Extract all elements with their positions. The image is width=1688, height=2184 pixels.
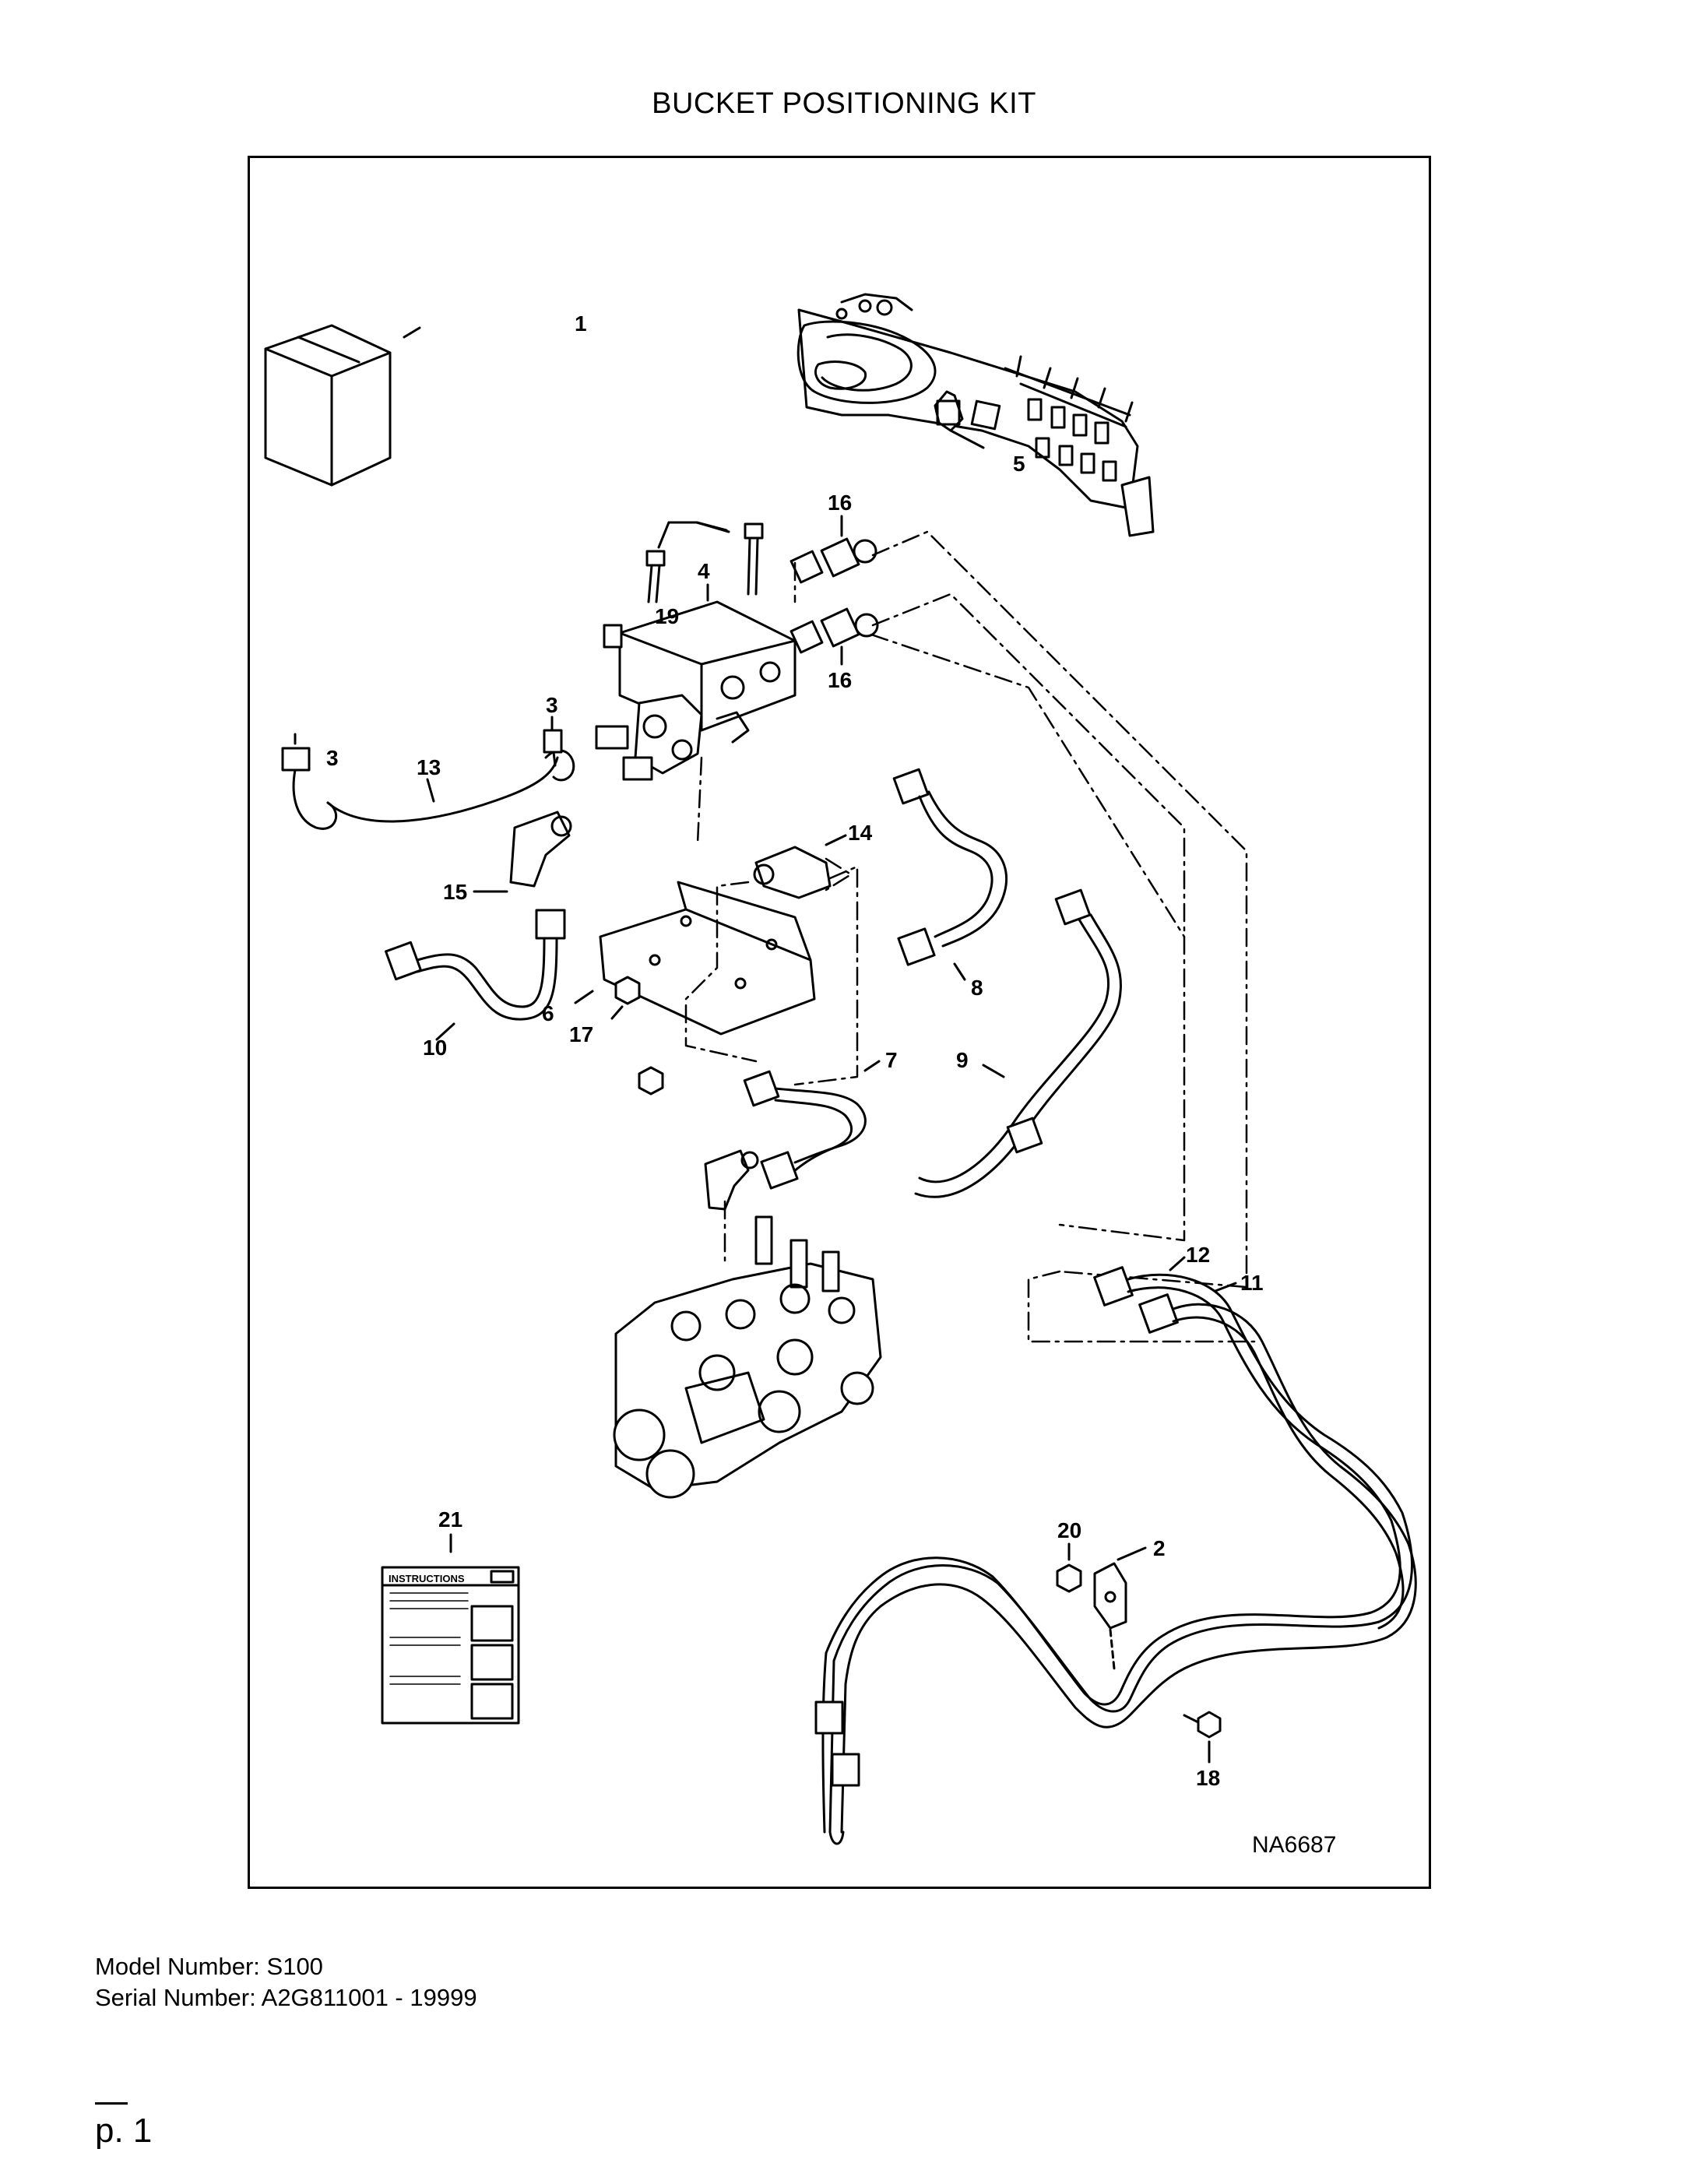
callout-21: 21 [438, 1507, 462, 1532]
clamp [1093, 1562, 1127, 1630]
callout-16b: 16 [828, 668, 852, 692]
long-tubes [814, 1266, 1417, 1845]
flow-lines [684, 530, 1256, 1343]
callout-6: 6 [542, 1001, 554, 1025]
leader-1 [403, 326, 421, 339]
leader-9 [982, 1064, 1005, 1078]
callout-7: 7 [885, 1048, 898, 1072]
leader-11 [1214, 1282, 1237, 1292]
control-valve [613, 1215, 882, 1499]
leader-2 [1117, 1546, 1147, 1561]
instructions-sheet [381, 1566, 520, 1725]
leader-10 [435, 1022, 455, 1041]
parts-diagram-frame: INSTRUCTIONS 1 2 3 3 4 5 6 7 8 9 10 11 1… [248, 156, 1431, 1889]
valve-block [595, 600, 797, 781]
nut [614, 976, 664, 1096]
callout-5: 5 [1013, 452, 1025, 476]
leader-6 [574, 990, 594, 1004]
callout-8: 8 [971, 976, 983, 1000]
bolt [645, 522, 764, 603]
callout-9: 9 [956, 1048, 969, 1072]
nut-20 [1056, 1563, 1082, 1593]
callout-12: 12 [1186, 1243, 1210, 1267]
wire-harness [281, 729, 575, 830]
tee-fitting [789, 537, 879, 654]
drawing-number: NA6687 [1252, 1832, 1337, 1858]
page-title: BUCKET POSITIONING KIT [652, 87, 1036, 120]
leader-14 [825, 834, 847, 846]
instructions-label: INSTRUCTIONS [389, 1573, 465, 1584]
callout-3b: 3 [546, 693, 558, 717]
parts-diagram: INSTRUCTIONS 1 2 3 3 4 5 6 7 8 9 10 11 1… [264, 293, 1417, 1845]
callout-4: 4 [698, 559, 710, 583]
page-number: p. 1 [95, 2112, 153, 2150]
callout-18: 18 [1196, 1766, 1220, 1790]
callout-2: 2 [1153, 1536, 1166, 1560]
instrument-panel [797, 293, 1155, 537]
page-rule [95, 2102, 128, 2105]
kit-box [264, 324, 392, 487]
callout-13: 13 [417, 755, 441, 779]
mounting-plate [599, 881, 816, 1036]
callout-14: 14 [848, 821, 873, 845]
bolt-18 [1183, 1711, 1222, 1739]
callout-11: 11 [1240, 1271, 1264, 1295]
leader-8 [953, 962, 966, 981]
leader-13 [426, 778, 435, 803]
serial-number: Serial Number: A2G811001 - 19999 [95, 1984, 477, 2011]
tube-9 [914, 888, 1123, 1198]
callout-16: 16 [828, 491, 852, 515]
tube-7 [743, 1070, 867, 1190]
callout-19: 19 [655, 604, 679, 628]
leader-12 [1169, 1256, 1186, 1271]
callout-10: 10 [423, 1036, 447, 1060]
leader-5 [949, 429, 985, 449]
callout-3: 3 [326, 746, 339, 770]
elbow-fitting [509, 811, 572, 888]
leader-7 [863, 1060, 881, 1072]
callout-17: 17 [569, 1022, 593, 1046]
model-number: Model Number: S100 [95, 1953, 323, 1980]
elbow-fitting-lower [704, 1149, 759, 1211]
callout-15: 15 [443, 880, 467, 904]
callout-20: 20 [1057, 1518, 1081, 1542]
leader-17 [610, 1005, 624, 1020]
elbow-fitting-14 [753, 846, 832, 899]
callout-1: 1 [575, 311, 587, 336]
tube-10 [385, 909, 566, 1021]
tube-8 [892, 768, 1008, 966]
